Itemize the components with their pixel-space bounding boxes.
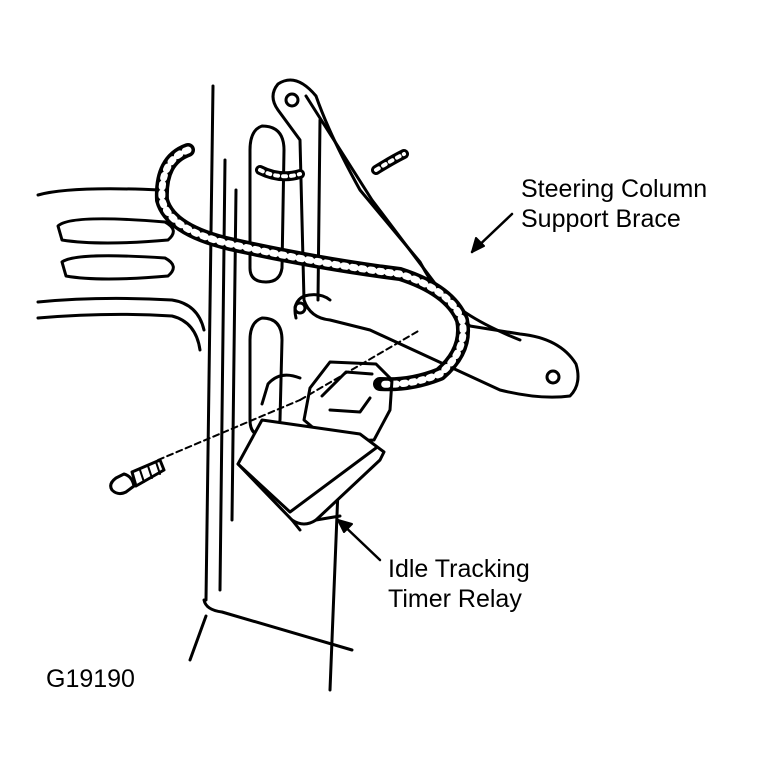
support-brace xyxy=(271,78,580,399)
figure-id: G19190 xyxy=(46,665,135,693)
brace-label-line-1: Steering Column xyxy=(521,175,708,203)
wiring-harness xyxy=(154,143,470,392)
relay-label-line-2: Timer Relay xyxy=(388,585,522,613)
leader-lines xyxy=(336,212,514,562)
mounting-screw xyxy=(109,329,421,496)
relay-label-line-1: Idle Tracking xyxy=(388,555,530,583)
steering-column-support-brace-label: Steering Column Support Brace xyxy=(521,174,707,234)
brace-label-line-2: Support Brace xyxy=(521,205,681,233)
idle-tracking-timer-relay-label: Idle Tracking Timer Relay xyxy=(388,554,530,614)
dash-panel xyxy=(36,84,354,692)
timer-relay-body xyxy=(236,418,386,532)
